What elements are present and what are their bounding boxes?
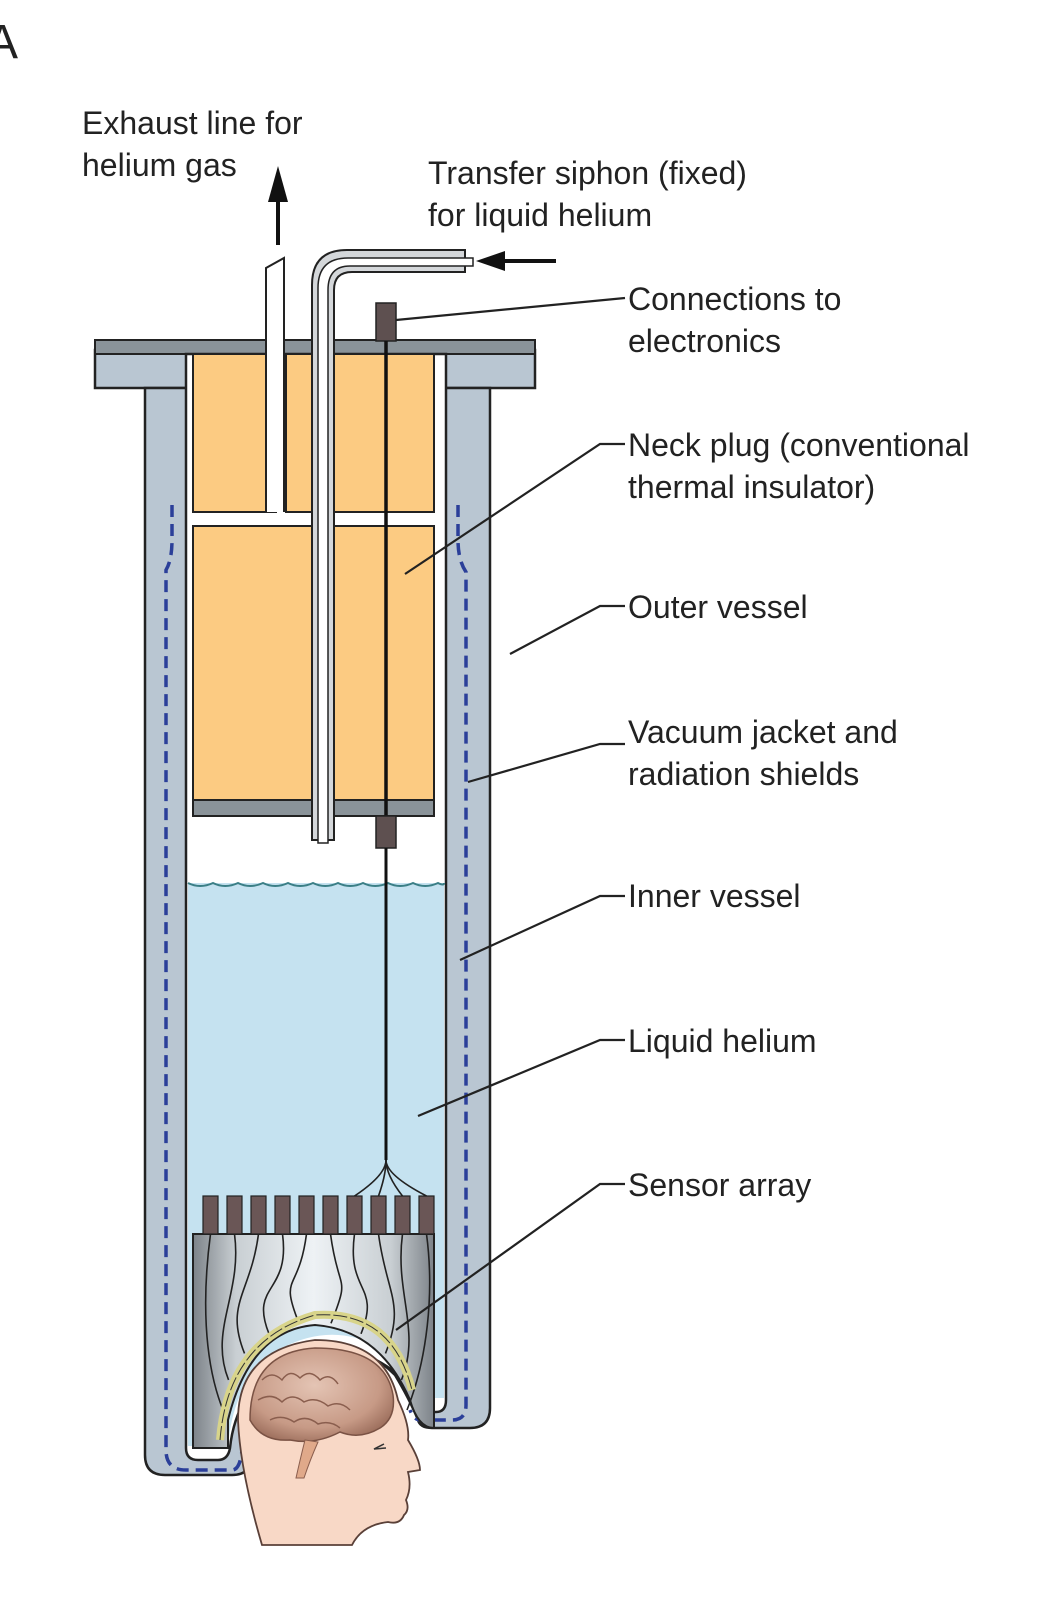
sensor-wire — [262, 1233, 285, 1335]
sensor-array — [192, 1159, 435, 1449]
label-neckplug-line2: thermal insulator) — [628, 469, 875, 505]
sensor-wire — [289, 1233, 308, 1324]
sensor-block — [418, 1195, 435, 1235]
label-neckplug-line1: Neck plug (conventional — [628, 427, 970, 463]
radiation-shield-left — [164, 505, 248, 1472]
sensor-wire — [236, 1233, 260, 1354]
label-exhaust-line1: Exhaust line for — [82, 105, 303, 141]
label-outer-vessel: Outer vessel — [628, 589, 808, 625]
label-connections-line2: electronics — [628, 323, 781, 359]
sensor-block — [274, 1195, 291, 1235]
label-siphon-line1: Transfer siphon (fixed) — [428, 155, 747, 191]
eye-icon — [373, 1443, 387, 1450]
signal-wire — [385, 1159, 427, 1197]
head-illustration — [237, 1339, 421, 1546]
panel-letter: A — [0, 16, 18, 69]
label-vacuum-line1: Vacuum jacket and — [628, 714, 898, 750]
sensor-block — [202, 1195, 219, 1235]
electronics-connector — [375, 302, 397, 1160]
label-connections-line1: Connections to — [628, 281, 841, 317]
helium-surface — [187, 881, 445, 887]
brain-icon — [249, 1347, 395, 1443]
sensor-block — [250, 1195, 267, 1235]
sensor-wire — [329, 1233, 343, 1324]
sensor-block — [394, 1195, 411, 1235]
sensor-block — [298, 1195, 315, 1235]
sensor-block — [226, 1195, 243, 1235]
sensor-wire — [352, 1233, 369, 1335]
leader-lines — [395, 296, 626, 1331]
siphon-arrow-icon — [476, 251, 556, 271]
exhaust-line — [265, 256, 285, 512]
label-sensor-array: Sensor array — [628, 1167, 811, 1203]
transfer-siphon — [311, 249, 474, 844]
label-liquid-helium: Liquid helium — [628, 1023, 817, 1059]
label-siphon-line2: for liquid helium — [428, 197, 652, 233]
label-exhaust-line2: helium gas — [82, 147, 237, 183]
exhaust-arrow-icon — [268, 166, 288, 245]
label-inner-vessel: Inner vessel — [628, 878, 801, 914]
sensor-block — [370, 1195, 387, 1235]
sensor-wire — [221, 1233, 237, 1381]
sensor-block — [346, 1195, 363, 1235]
sensor-wire — [204, 1233, 224, 1411]
sensor-block — [322, 1195, 339, 1235]
label-vacuum-line2: radiation shields — [628, 756, 859, 792]
sensor-wire — [406, 1233, 431, 1411]
